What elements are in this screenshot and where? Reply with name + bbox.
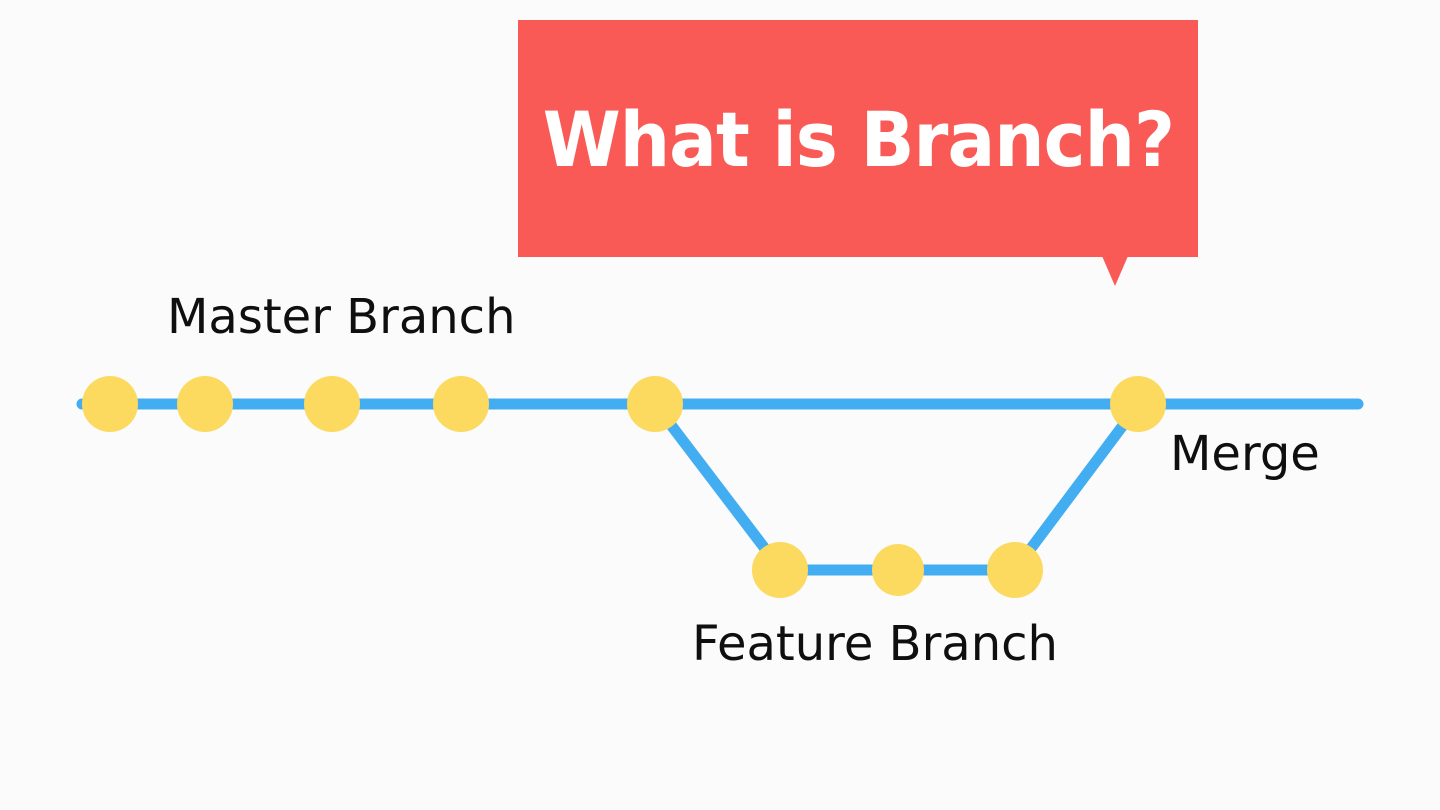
master-branch-label: Master Branch: [167, 289, 516, 345]
callout-tail-icon: [1102, 256, 1128, 286]
commit-node-feature-3[interactable]: [987, 542, 1043, 598]
commit-node-fork-point[interactable]: [627, 376, 683, 432]
feature-branch-label: Feature Branch: [692, 616, 1058, 672]
commit-node-feature-1[interactable]: [752, 542, 808, 598]
commit-node-master-1[interactable]: [82, 376, 138, 432]
commit-node-master-2[interactable]: [177, 376, 233, 432]
fork-connector-line: [650, 400, 787, 575]
commit-node-master-3[interactable]: [304, 376, 360, 432]
merge-label: Merge: [1170, 426, 1320, 482]
merge-connector-line: [1009, 400, 1144, 575]
callout-box: What is Branch?: [518, 20, 1198, 257]
callout-title: What is Branch?: [542, 94, 1174, 184]
commit-node-feature-2[interactable]: [872, 544, 924, 596]
commit-node-merge-point[interactable]: [1110, 376, 1166, 432]
commit-node-master-4[interactable]: [433, 376, 489, 432]
